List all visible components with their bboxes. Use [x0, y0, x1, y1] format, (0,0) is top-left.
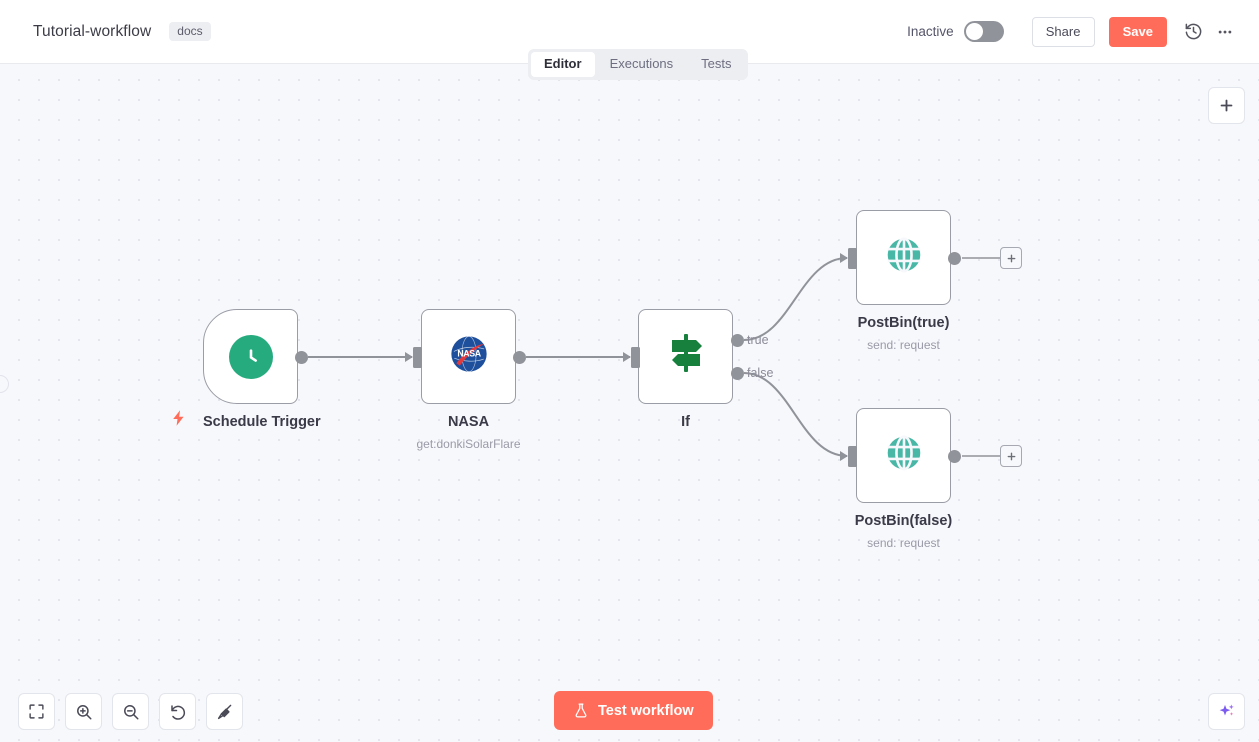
- trigger-bolt-icon: [170, 407, 187, 434]
- port-out-postbin-false[interactable]: [948, 450, 961, 463]
- header-left-group: Tutorial-workflow docs: [0, 22, 211, 41]
- edge-if-true-to-postbin-true: [743, 257, 848, 341]
- toggle-knob: [965, 23, 983, 40]
- port-label-if-true: true: [747, 333, 769, 347]
- node-sublabel-postbin-false: send: request: [867, 536, 940, 550]
- flask-icon: [573, 702, 589, 719]
- canvas-controls: [18, 693, 243, 730]
- activation-status-label: Inactive: [907, 24, 954, 39]
- node-label-postbin-true: PostBin(true): [857, 315, 950, 331]
- port-label-if-false: false: [747, 366, 774, 380]
- add-node-after-postbin-true[interactable]: [1000, 247, 1022, 269]
- node-postbin-true[interactable]: [856, 210, 951, 305]
- port-out-if-false[interactable]: [731, 367, 744, 380]
- workflow-canvas[interactable]: Schedule Trigger NASA NASA get:donkiSola…: [0, 64, 1259, 742]
- node-label-postbin-false: PostBin(false): [854, 513, 953, 529]
- node-schedule-trigger[interactable]: [203, 309, 298, 404]
- save-button[interactable]: Save: [1108, 16, 1167, 47]
- add-node-after-postbin-false[interactable]: [1000, 445, 1022, 467]
- workflow-tab-bar: Editor Executions Tests: [528, 49, 748, 80]
- port-in-nasa[interactable]: [405, 347, 422, 368]
- connection-edges: [308, 257, 1000, 457]
- undo-icon[interactable]: [159, 693, 196, 730]
- port-out-if-true[interactable]: [731, 334, 744, 347]
- history-icon[interactable]: [1177, 16, 1209, 48]
- tab-executions[interactable]: Executions: [609, 56, 674, 72]
- ellipsis-icon[interactable]: [1209, 16, 1241, 48]
- header-right-group: Inactive Share Save: [907, 16, 1259, 48]
- open-nodes-panel-button[interactable]: [1208, 87, 1245, 124]
- node-label-schedule-trigger: Schedule Trigger: [203, 414, 321, 430]
- ai-assistant-button[interactable]: [1208, 693, 1245, 730]
- broom-icon[interactable]: [206, 693, 243, 730]
- clock-icon: [228, 334, 273, 379]
- edge-if-false-to-postbin-false: [743, 372, 848, 457]
- globe-icon: [883, 432, 925, 479]
- node-sublabel-postbin-true: send: request: [867, 338, 940, 352]
- nasa-logo-icon: NASA: [448, 333, 490, 380]
- zoom-in-icon[interactable]: [65, 693, 102, 730]
- node-label-nasa: NASA: [447, 414, 490, 430]
- tab-tests[interactable]: Tests: [701, 56, 732, 72]
- fit-screen-icon[interactable]: [18, 693, 55, 730]
- sparkle-icon: [1217, 702, 1237, 722]
- test-workflow-label: Test workflow: [598, 702, 694, 719]
- port-in-postbin-false[interactable]: [840, 446, 857, 467]
- port-out-postbin-true[interactable]: [948, 252, 961, 265]
- globe-icon: [883, 234, 925, 281]
- workflow-title[interactable]: Tutorial-workflow: [33, 22, 152, 40]
- node-nasa[interactable]: NASA: [421, 309, 516, 404]
- node-sublabel-nasa: get:donkiSolarFlare: [416, 437, 521, 451]
- node-postbin-false[interactable]: [856, 408, 951, 503]
- svg-text:NASA: NASA: [457, 349, 481, 359]
- share-button[interactable]: Share: [1031, 16, 1095, 47]
- port-out-schedule-trigger[interactable]: [295, 351, 308, 364]
- node-if[interactable]: [638, 309, 733, 404]
- activation-toggle[interactable]: [963, 21, 1004, 42]
- workflow-activation-group: Inactive: [907, 21, 1004, 42]
- port-out-nasa[interactable]: [513, 351, 526, 364]
- workflow-tag-docs[interactable]: docs: [169, 22, 211, 41]
- port-in-if[interactable]: [623, 347, 640, 368]
- zoom-out-icon[interactable]: [112, 693, 149, 730]
- tab-editor[interactable]: Editor: [531, 52, 595, 77]
- signpost-icon: [666, 332, 706, 381]
- node-label-if: If: [681, 414, 690, 430]
- test-workflow-button[interactable]: Test workflow: [554, 691, 713, 730]
- port-in-postbin-true[interactable]: [840, 248, 857, 269]
